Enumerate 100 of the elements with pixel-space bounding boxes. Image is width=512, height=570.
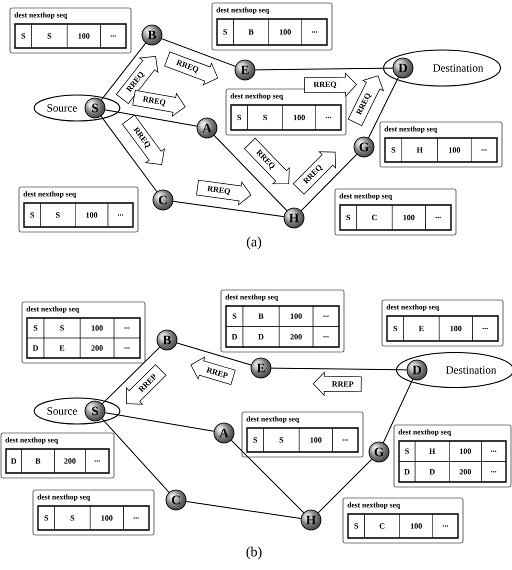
table-cell: S [26, 318, 44, 338]
panel-caption: (a) [246, 236, 262, 250]
node-label: S [44, 515, 48, 521]
table-cell: E [403, 316, 440, 342]
table-cell: 100 [90, 506, 124, 530]
link-line [254, 68, 394, 70]
table-cell: ... [100, 24, 126, 48]
table-cell: S [31, 24, 68, 48]
link-line [102, 346, 160, 404]
table-cell: E [44, 338, 80, 358]
table-cell: ... [316, 104, 342, 130]
link-line [100, 42, 146, 100]
node-label: D [10, 458, 16, 464]
node-label: S [254, 437, 258, 443]
table-cell: S [398, 440, 416, 462]
table-cell: ... [123, 506, 150, 530]
table-cell: 100 [66, 24, 101, 48]
table-cell: 200 [54, 448, 86, 474]
table-cell: D [242, 326, 280, 348]
table-cell: ... [114, 318, 140, 338]
table-cell: B [233, 18, 269, 46]
table-cell: ... [432, 514, 458, 538]
link-line [186, 501, 302, 519]
block-arrow [196, 180, 252, 206]
edge-label: RREP [206, 367, 228, 378]
table-cell: D [398, 461, 416, 482]
edge-label: RREQ [314, 82, 336, 88]
link-line [368, 76, 399, 138]
table-cell: D [414, 461, 450, 482]
table-cell: ... [481, 440, 506, 462]
table-cell: S [40, 202, 76, 228]
node-label: S [237, 114, 242, 120]
table-cell: H [414, 440, 450, 462]
link-line [104, 109, 198, 127]
table-cell: 100 [268, 18, 302, 46]
node-label: S [223, 29, 228, 35]
table-cell: 100 [399, 514, 433, 538]
table-cell: 100 [438, 316, 473, 342]
link-line [100, 116, 158, 192]
block-arrow [312, 371, 362, 396]
table-cell: ... [114, 338, 140, 358]
table-cell: D [226, 326, 244, 348]
block-arrow [348, 75, 384, 126]
block-arrow [132, 90, 186, 117]
table-cell: ... [312, 326, 340, 348]
link-line [318, 458, 372, 514]
table-cell: S [54, 506, 90, 530]
node-label: S [394, 326, 398, 332]
table-cell: D [26, 338, 44, 358]
table-cell: C [356, 204, 392, 230]
table-cell: 200 [449, 461, 482, 482]
node-label: S [30, 212, 34, 218]
table-cell: 100 [298, 428, 333, 452]
table-cell: S [44, 318, 80, 338]
table-cell: S [226, 306, 244, 327]
link-line [104, 412, 214, 432]
node-label: S [354, 523, 358, 529]
node-label: S [346, 214, 350, 220]
table-cell: ... [425, 204, 452, 230]
table-cell: ... [108, 202, 134, 228]
node-label: S [392, 147, 396, 153]
table-cell: S [247, 104, 283, 130]
link-line [230, 440, 304, 514]
table-cell: 100 [449, 440, 482, 462]
edge-label: RREQ [142, 96, 166, 106]
block-arrow [126, 364, 166, 405]
table-cell: B [21, 448, 55, 474]
table-cell: 100 [282, 104, 316, 130]
table-cell: ... [470, 138, 498, 162]
table-cell: ... [472, 316, 498, 342]
table-cell: 100 [80, 318, 114, 338]
link-line [102, 418, 170, 493]
table-cell: H [402, 138, 438, 162]
edge-label: RREP [332, 381, 354, 387]
link-line [214, 134, 288, 212]
link-line [161, 38, 236, 67]
table-cell: ... [85, 448, 110, 474]
table-cell: ... [332, 428, 358, 452]
link-line [300, 154, 358, 212]
table-cell: S [263, 428, 300, 452]
block-arrow [304, 72, 357, 98]
block-arrow [292, 151, 336, 195]
table-cell: 200 [278, 326, 314, 348]
table-cell: ... [312, 306, 340, 327]
node-label: S [22, 33, 26, 39]
table-cell: 100 [437, 138, 472, 162]
edge-label: RREQ [207, 186, 230, 196]
table-cell: 100 [392, 204, 426, 230]
table-cell: 100 [278, 306, 314, 327]
table-cell: 100 [75, 202, 108, 228]
table-cell: 200 [80, 338, 114, 358]
link-line [382, 378, 414, 444]
table-cell: ... [481, 461, 506, 482]
link-line [270, 368, 408, 370]
table-cell: B [242, 306, 280, 327]
table-cell: ... [302, 18, 328, 46]
table-cell: C [364, 514, 400, 538]
link-line [172, 200, 284, 218]
panel-caption: (b) [246, 546, 262, 560]
link-line [176, 342, 252, 366]
